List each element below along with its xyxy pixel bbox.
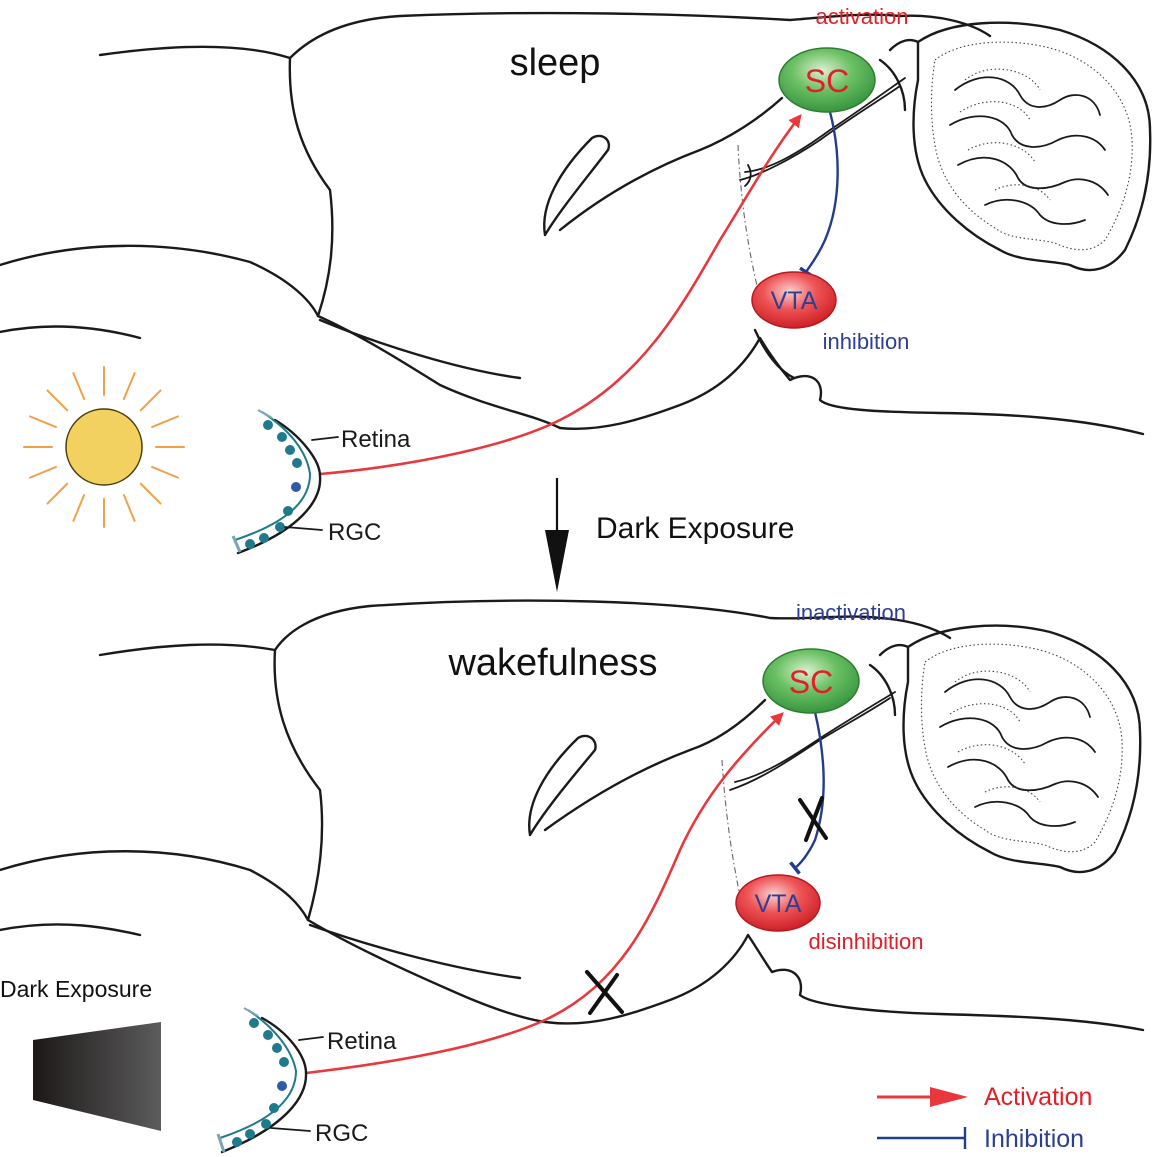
sun-icon — [23, 366, 185, 528]
arrow-head-icon — [930, 1087, 968, 1107]
legend-inhibition-label: Inhibition — [984, 1125, 1084, 1153]
transition-label: Dark Exposure — [596, 512, 794, 545]
rgc-cell — [277, 1081, 287, 1091]
rgc-cell — [292, 458, 302, 468]
retina-bottom: Retina RGC — [216, 1007, 397, 1154]
rgc-cell — [245, 1129, 255, 1139]
transition-arrow: Dark Exposure — [545, 478, 794, 592]
dark-exposure-label: Dark Exposure — [0, 976, 152, 1002]
sun-ray — [151, 415, 179, 429]
brain-outline-bottom — [0, 599, 1145, 1032]
legend-activation: Activation — [877, 1083, 1092, 1111]
rgc-cell — [245, 539, 255, 549]
vta-label-top: VTA — [771, 287, 818, 315]
rgc-cell — [263, 1030, 273, 1040]
cerebellum-top — [912, 21, 1152, 272]
vta-node-top: VTA — [751, 271, 837, 329]
rgc-cell — [232, 1137, 242, 1147]
legend-activation-label: Activation — [984, 1083, 1092, 1111]
rgc-cell — [283, 506, 293, 516]
rgc-cell — [291, 482, 301, 492]
rgc-cell — [285, 445, 295, 455]
sun-ray — [46, 389, 69, 412]
top-panel: SC VTA activation inhibition sleep Retin… — [0, 4, 1152, 555]
sc-label-bottom: SC — [789, 664, 833, 700]
sun-ray — [72, 372, 86, 400]
sun-ray — [122, 494, 136, 522]
sc-node-top: SC — [778, 47, 876, 113]
rgc-cell — [272, 1043, 282, 1053]
rgc-cell — [277, 432, 287, 442]
cerebellum-bottom — [902, 624, 1142, 874]
retina-label-top: Retina — [341, 426, 411, 453]
sun-ray — [29, 415, 57, 429]
legend: Activation Inhibition — [877, 1083, 1092, 1153]
vta-status-top: inhibition — [823, 329, 910, 354]
sc-status-bottom: inactivation — [796, 600, 906, 625]
sc-vta-inhibition-bottom — [789, 711, 825, 875]
sun-ray — [139, 482, 162, 505]
vta-status-bottom: disinhibition — [809, 929, 924, 954]
bottom-panel: SC VTA inactivation disinhibition wakefu… — [0, 599, 1145, 1154]
rgc-cell — [249, 1018, 259, 1028]
rgc-cell — [263, 420, 273, 430]
sun-ray — [122, 372, 136, 400]
sun-ray — [139, 389, 162, 412]
rgc-label-bottom: RGC — [315, 1120, 368, 1147]
sc-status-top: activation — [816, 4, 909, 29]
vta-label-bottom: VTA — [755, 890, 802, 918]
vta-node-bottom: VTA — [735, 874, 821, 932]
rgc-cell — [279, 1057, 289, 1067]
rgc-cell — [261, 1119, 271, 1129]
rgc-cell — [275, 522, 285, 532]
sc-vta-inhibition-top — [799, 111, 839, 278]
rgc-cells-top — [245, 420, 302, 549]
block-x-icon — [798, 796, 828, 842]
state-label-bottom: wakefulness — [447, 642, 657, 684]
sc-node-bottom: SC — [762, 648, 860, 714]
sc-label-top: SC — [805, 63, 849, 99]
block-x-icon — [585, 970, 624, 1015]
sun-ray — [29, 465, 57, 479]
retina-label-bottom: Retina — [327, 1028, 397, 1055]
state-label-top: sleep — [510, 42, 601, 84]
legend-inhibition: Inhibition — [877, 1125, 1084, 1153]
retina-sc-pathway-top — [319, 113, 802, 476]
retina-sc-pathway-bottom — [305, 712, 784, 1075]
sun-ray — [46, 482, 69, 505]
rgc-cell — [259, 533, 269, 543]
midbrain-structures-top — [543, 38, 920, 291]
brain-outline-top — [0, 11, 1145, 436]
dark-wedge-icon — [33, 1022, 161, 1131]
sun-ray — [151, 465, 179, 479]
down-arrow-icon — [545, 530, 569, 592]
sun-ray — [72, 494, 86, 522]
rgc-cell — [269, 1103, 279, 1113]
retina-top: Retina RGC — [231, 409, 411, 555]
rgc-label-top: RGC — [328, 519, 381, 546]
rgc-cells-bottom — [232, 1018, 289, 1147]
